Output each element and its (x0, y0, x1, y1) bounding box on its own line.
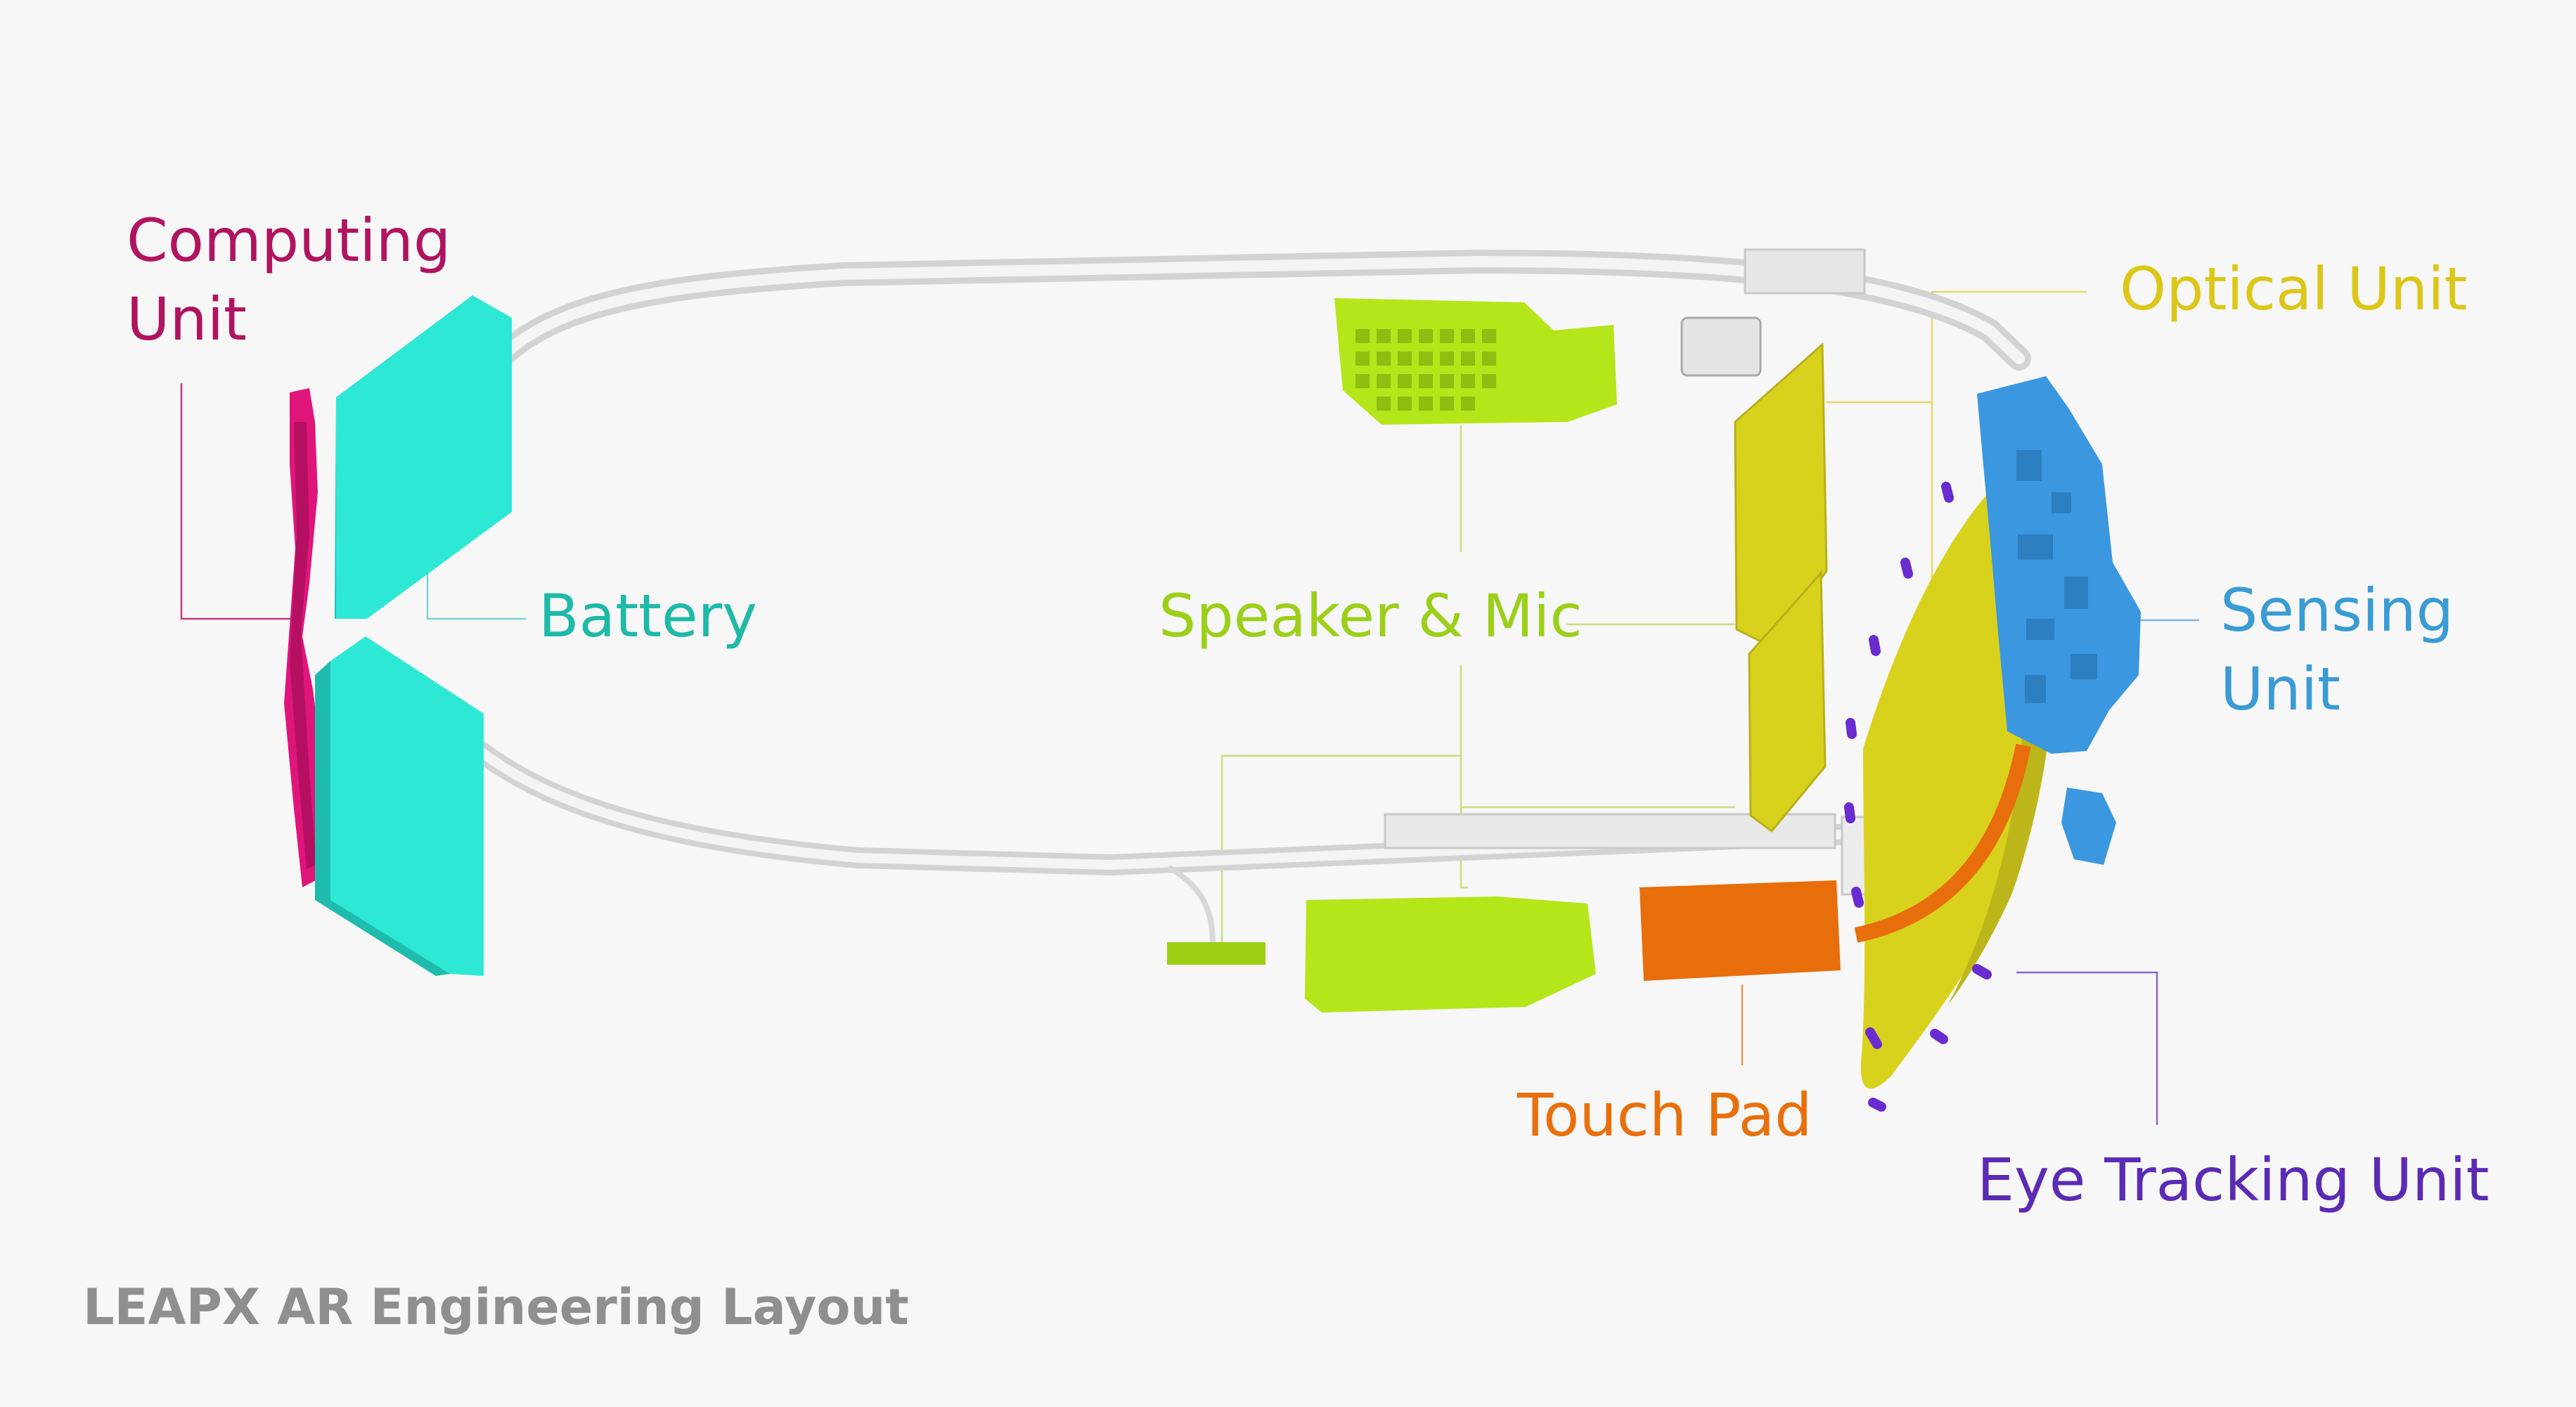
speaker-mic-label: Speaker & Mic (1159, 582, 1583, 650)
mic-tab (1167, 942, 1266, 965)
sensing-unit-label-line1: Sensing (2220, 576, 2454, 645)
computing-unit-leader (180, 383, 294, 620)
eye-tracking-led (1900, 558, 1913, 579)
frame (411, 249, 2031, 949)
computing-unit-label: Computing Unit (127, 201, 451, 359)
eye-tracking-led (1865, 1027, 1882, 1049)
computing-unit-label-line2: Unit (127, 285, 247, 354)
computing-unit-board (284, 388, 325, 887)
computing-unit-label-line1: Computing (127, 206, 451, 275)
battery-label: Battery (539, 582, 757, 650)
eye-tracking-led (1941, 482, 1954, 503)
eye-tracking-led (1844, 802, 1855, 823)
frame-cable (1168, 866, 1216, 949)
battery-cells (315, 295, 512, 976)
eye-tracking-led (1869, 635, 1881, 656)
battery-top-face (336, 295, 512, 619)
diagram-caption: LEAPX AR Engineering Layout (83, 1278, 909, 1336)
frame-upper-arm-highlight (455, 255, 2025, 435)
eye-tracking-unit (1844, 482, 1992, 1112)
sensing-unit-label-line2: Unit (2220, 655, 2340, 724)
eye-tracking-unit-label: Eye Tracking Unit (1977, 1145, 2490, 1214)
touch-pad-cable (1854, 743, 2031, 943)
connector-port (1680, 316, 1762, 377)
eye-tracking-led (1846, 718, 1857, 739)
optical-unit-label: Optical Unit (2120, 255, 2468, 323)
speaker-mic-leader-bottom2 (1460, 756, 1468, 889)
eye-tracking-led (1930, 1029, 1948, 1044)
speaker-grille (1355, 329, 1496, 411)
computing-unit-shading (290, 422, 316, 869)
speaker-bottom-body (1305, 897, 1596, 1013)
sensing-connector (2061, 788, 2116, 865)
optical-unit-leader (1931, 290, 2087, 686)
eye-tracking-led (1868, 1098, 1886, 1112)
touch-pad-label: Touch Pad (1517, 1081, 1812, 1150)
touch-pad (1640, 743, 2031, 981)
speaker-mic-units (1167, 298, 1617, 1013)
sensing-unit-label: Sensing Unit (2220, 571, 2454, 728)
optical-plate-lower (1748, 570, 1827, 833)
upper-hinge-block (1744, 248, 1866, 295)
computing-unit (284, 388, 325, 887)
sensing-chips (2016, 450, 2097, 703)
battery-bottom-face (330, 636, 484, 976)
sensing-unit (1977, 376, 2141, 865)
eye-tracking-leader (2016, 971, 2158, 1125)
eye-tracking-led (1851, 887, 1864, 908)
eye-tracking-led (1972, 964, 1992, 979)
touch-pad-body (1640, 880, 1841, 981)
